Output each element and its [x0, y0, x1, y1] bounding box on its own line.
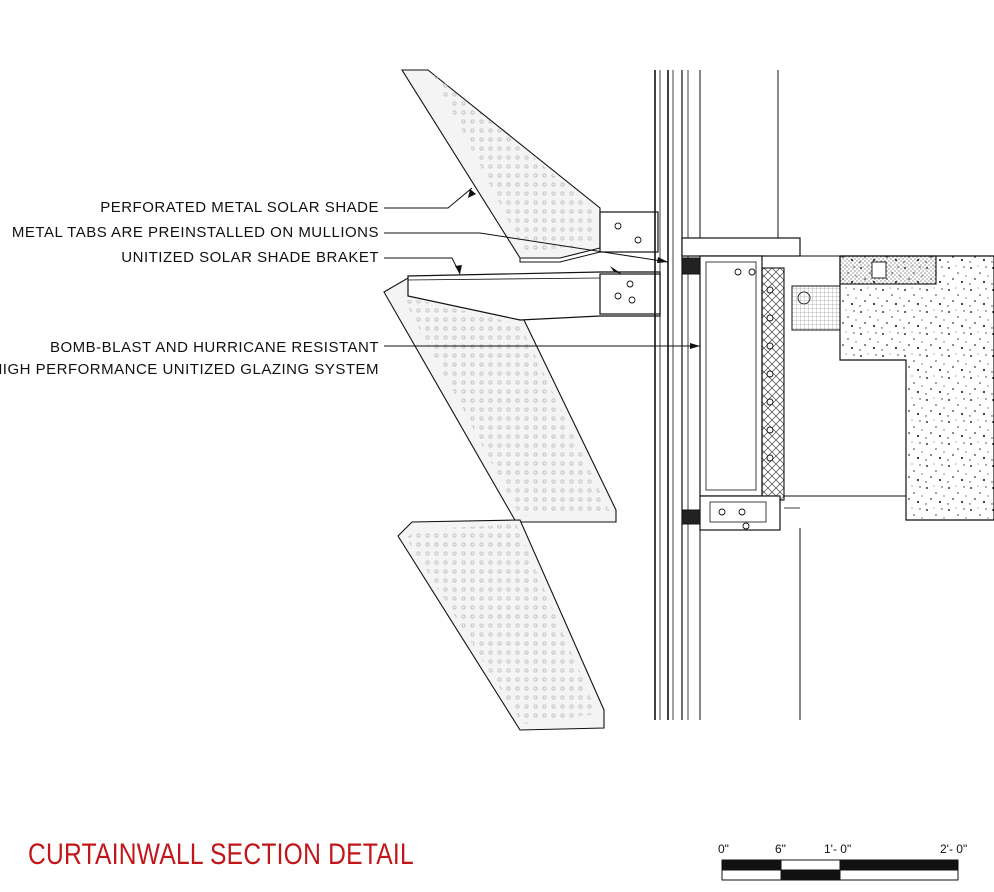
callout-glazing-line1: BOMB-BLAST AND HURRICANE RESISTANT — [50, 339, 379, 356]
solar-shade-blade-bottom — [397, 519, 605, 731]
scale-label-2ft: 2'- 0" — [940, 842, 968, 856]
scale-label-6in: 6" — [775, 842, 786, 856]
curtainwall-glazing — [654, 70, 801, 720]
leader-arrowheads — [455, 189, 700, 349]
callout-metal-tabs: METAL TABS ARE PREINSTALLED ON MULLIONS — [11, 224, 379, 241]
scale-label-0: 0" — [718, 842, 729, 856]
solar-shade-blade-top — [401, 69, 601, 263]
scale-label-1ft: 1'- 0" — [824, 842, 852, 856]
mullion-frame — [681, 237, 811, 531]
callout-bracket: UNITIZED SOLAR SHADE BRAKET — [121, 249, 379, 266]
solar-shade-bracket — [407, 211, 661, 321]
callout-glazing-line2: HIGH PERFORMANCE UNITIZED GLAZING SYSTEM — [0, 361, 379, 378]
concrete-slab — [784, 255, 994, 521]
drawing-title: CURTAINWALL SECTION DETAIL — [28, 838, 414, 871]
callout-solar-shade: PERFORATED METAL SOLAR SHADE — [100, 199, 379, 216]
leader-lines — [384, 187, 700, 347]
scale-bar — [721, 859, 959, 881]
